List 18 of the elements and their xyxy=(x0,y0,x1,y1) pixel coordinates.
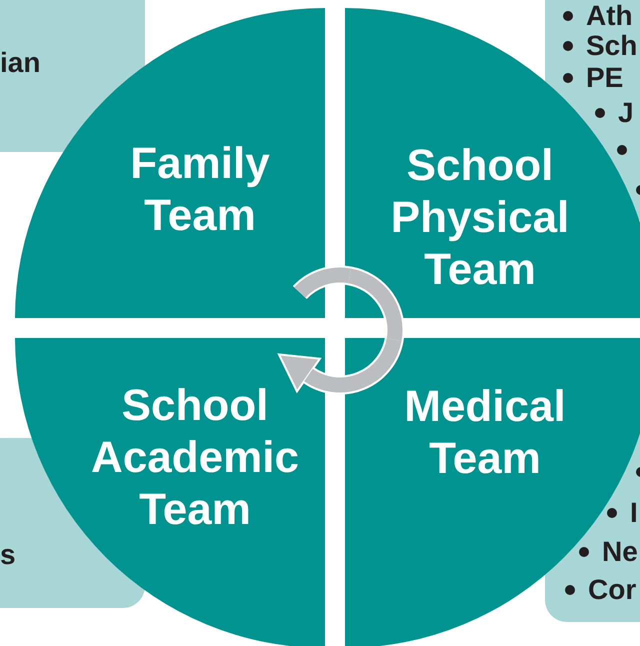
team-label: Family Team xyxy=(129,138,271,242)
list-item: I xyxy=(630,498,638,528)
list-item: Cor xyxy=(588,575,636,605)
list-item: ian xyxy=(0,48,40,78)
list-item: J xyxy=(618,98,634,128)
list-item: PE xyxy=(586,63,624,93)
team-label: School Academic Team xyxy=(90,380,300,536)
quadrant-segment xyxy=(15,338,325,646)
team-label: Medical Team xyxy=(403,381,567,485)
curved-connector xyxy=(293,266,351,300)
list-item: Ne xyxy=(602,537,638,567)
list-item: s xyxy=(0,540,16,570)
list-item: Ath xyxy=(586,1,633,31)
list-item: Sch xyxy=(586,31,638,61)
curved-arrow xyxy=(277,337,404,394)
team-label: School Physical Team xyxy=(390,140,570,296)
quadrant-segment xyxy=(345,338,640,646)
curved-connector xyxy=(347,266,404,341)
